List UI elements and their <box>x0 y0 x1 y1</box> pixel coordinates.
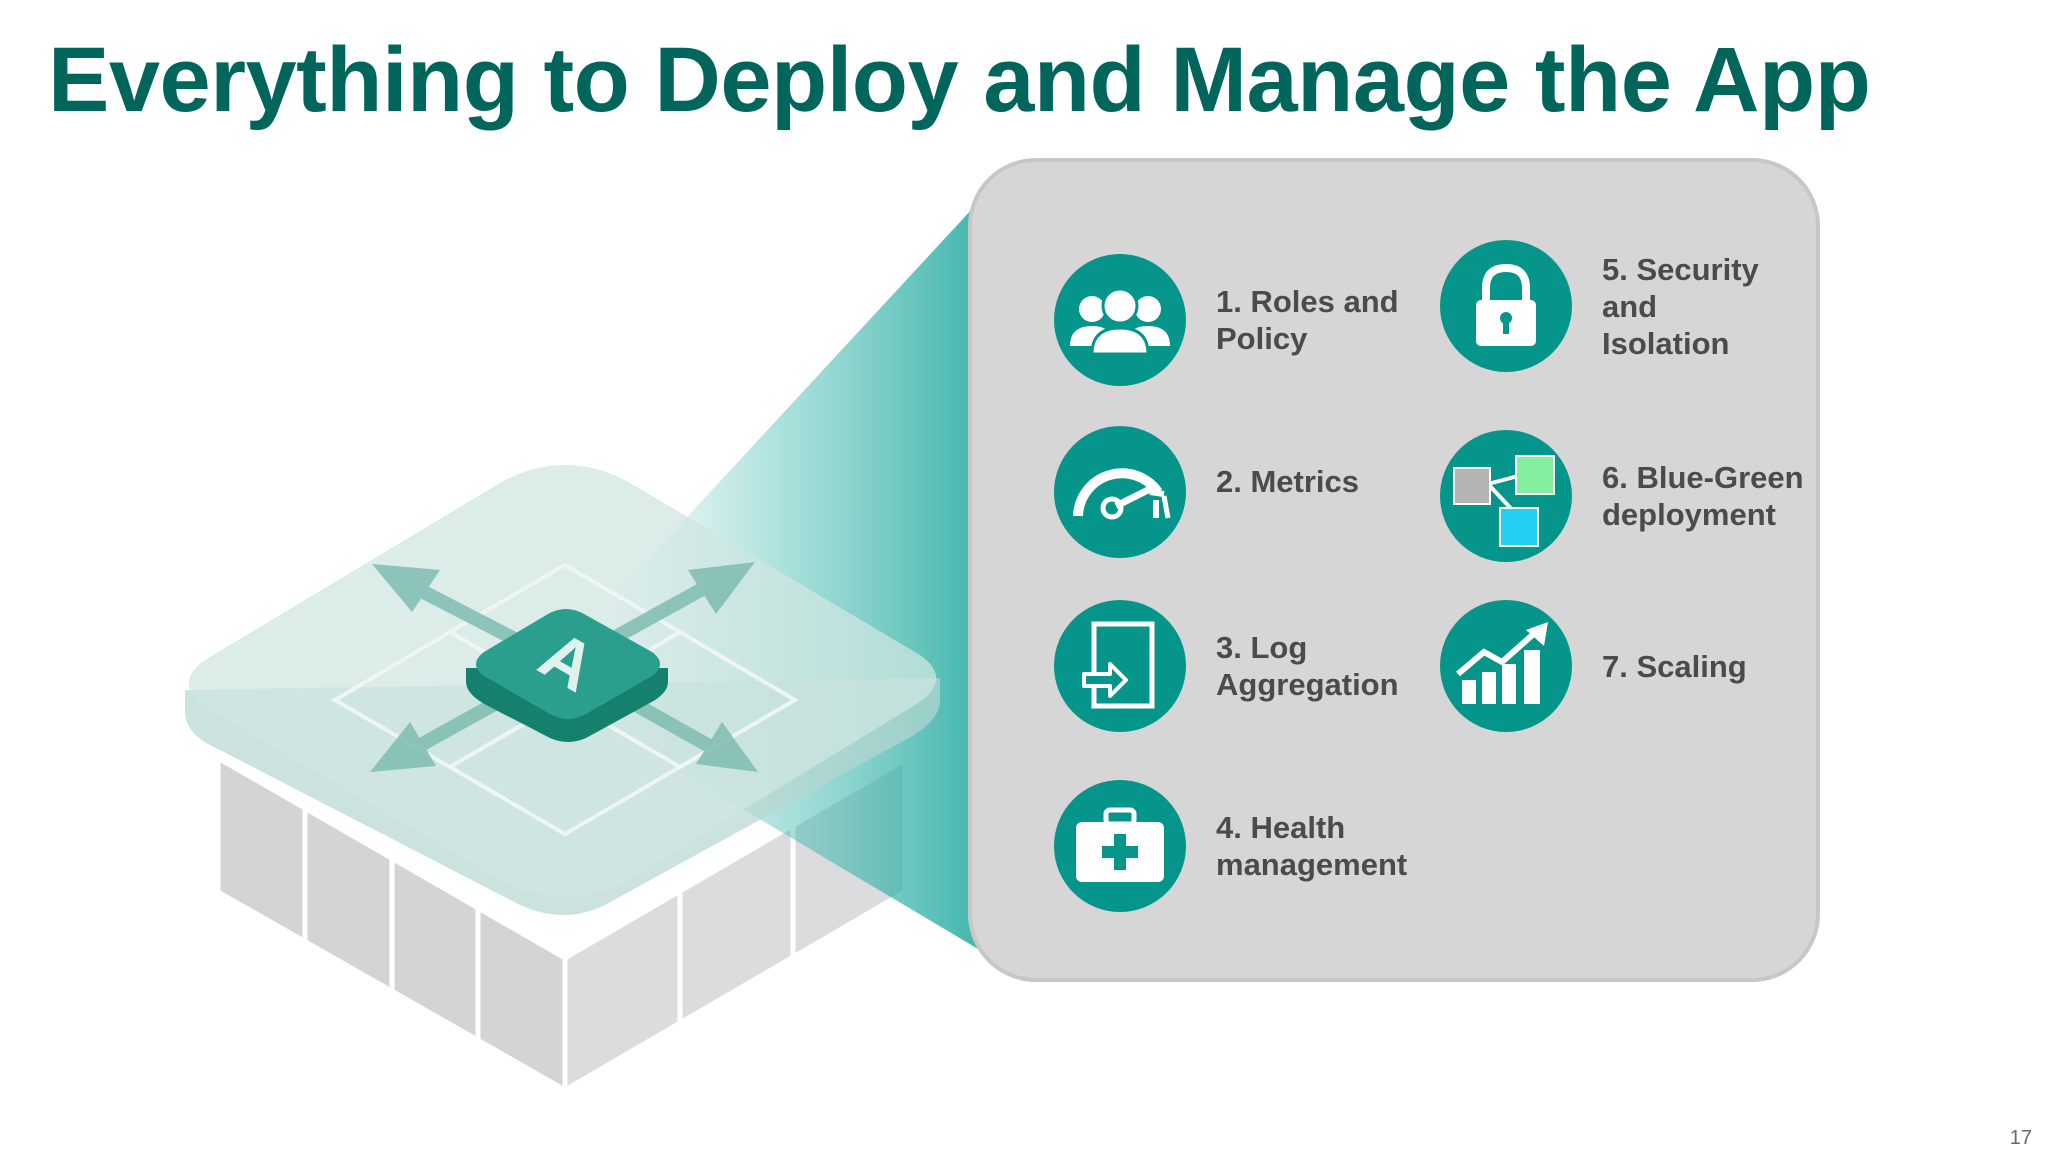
blue-green-squares-icon <box>1440 430 1572 562</box>
page-number: 17 <box>2009 1127 2032 1149</box>
slide-title: Everything to Deploy and Manage the App <box>48 29 1871 131</box>
feature-blue-green-deployment: 6. Blue-Green deployment <box>1440 430 1804 562</box>
feature-scaling: 7. Scaling <box>1440 600 1747 732</box>
users-icon <box>1054 254 1186 386</box>
first-aid-kit-icon <box>1054 780 1186 912</box>
feature-health-management: 4. Health management <box>1054 780 1407 912</box>
feature-label: 2. Metrics <box>1216 463 1360 499</box>
features-panel: 1. Roles and Policy 2. Metrics 3. Log Ag… <box>968 158 1820 982</box>
feature-roles-and-policy: 1. Roles and Policy <box>1054 254 1399 386</box>
gauge-icon <box>1054 426 1186 558</box>
feature-label: 5. Security and Isolation <box>1602 251 1759 361</box>
feature-label: 6. Blue-Green deployment <box>1602 460 1804 532</box>
feature-label: 1. Roles and Policy <box>1216 284 1399 356</box>
padlock-icon <box>1440 240 1572 372</box>
feature-metrics: 2. Metrics <box>1054 426 1359 558</box>
bar-chart-growth-icon <box>1440 600 1572 732</box>
feature-label: 7. Scaling <box>1602 648 1747 684</box>
app-tile: A <box>466 609 668 742</box>
feature-security-and-isolation: 5. Security and Isolation <box>1440 240 1759 372</box>
feature-label: 4. Health management <box>1216 810 1408 882</box>
log-in-icon <box>1054 600 1186 732</box>
feature-label: 3. Log Aggregation <box>1216 630 1399 702</box>
feature-log-aggregation: 3. Log Aggregation <box>1054 600 1399 732</box>
